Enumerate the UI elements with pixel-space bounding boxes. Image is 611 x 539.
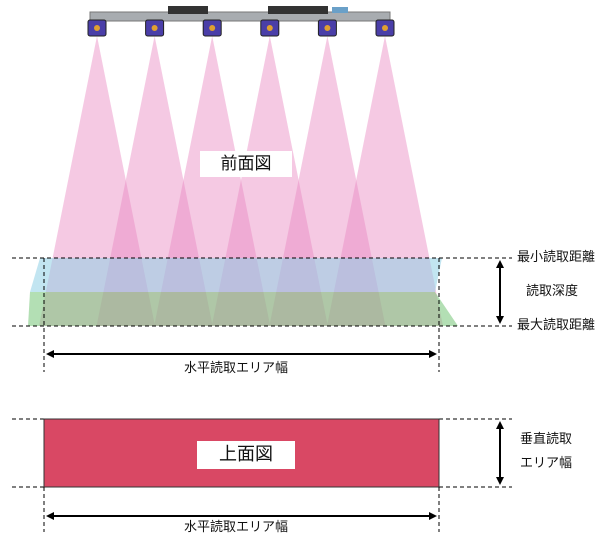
reader-lens xyxy=(266,25,273,31)
reader-lens xyxy=(324,25,331,31)
max-read-distance-label: 最大読取距離 xyxy=(517,318,596,333)
reader-lens xyxy=(382,25,388,31)
reader-lens xyxy=(209,25,216,31)
min-read-distance-label: 最小読取距離 xyxy=(517,250,596,265)
scan-beam xyxy=(269,36,386,326)
min-read-plane xyxy=(30,258,442,292)
scan-beam xyxy=(154,36,271,326)
horizontal-area-label-front: 水平読取エリア幅 xyxy=(184,361,289,376)
reader-units xyxy=(87,19,395,37)
mounting-bar-connector xyxy=(268,6,328,14)
mounting-bar xyxy=(89,11,391,22)
scan-beam xyxy=(39,36,155,326)
mounting-bar-connector xyxy=(168,6,208,14)
scan-beam xyxy=(96,36,213,326)
vertical-area-label-line1: 垂直読取 xyxy=(520,432,573,447)
reader-lens xyxy=(151,25,158,31)
mounting-bar-connector xyxy=(332,7,348,13)
vertical-area-label-line2: エリア幅 xyxy=(520,456,573,471)
top-view-title: 上面図 xyxy=(197,441,295,469)
scan-beam xyxy=(327,36,443,326)
read-depth-label: 読取深度 xyxy=(526,284,579,299)
horizontal-area-label-top: 水平読取エリア幅 xyxy=(184,520,289,535)
max-read-plane xyxy=(28,292,458,326)
scan-beams xyxy=(39,36,443,326)
front-view-title: 前面図 xyxy=(200,151,292,177)
reader-lens xyxy=(94,25,100,31)
scan-beam xyxy=(211,36,328,326)
